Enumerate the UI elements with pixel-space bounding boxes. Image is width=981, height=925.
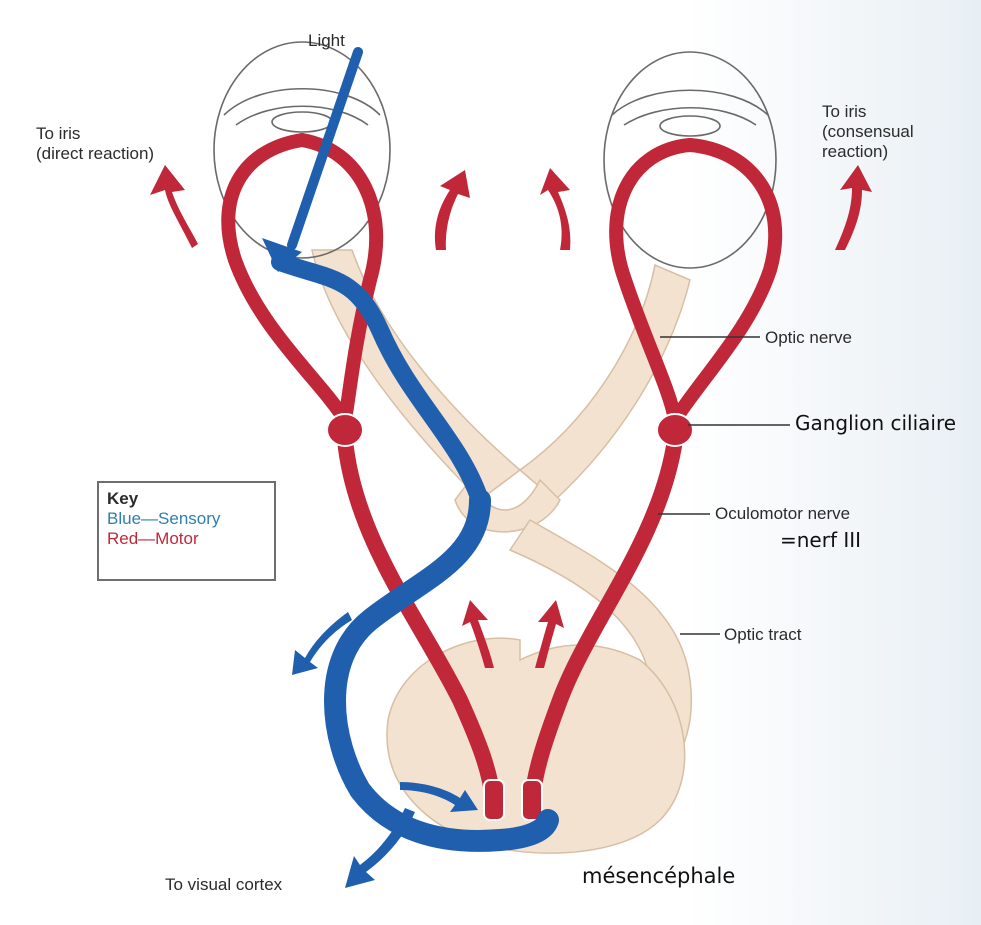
legend-key: Key Blue—Sensory Red—Motor <box>97 481 276 581</box>
to-visual-cortex-label: To visual cortex <box>165 874 282 895</box>
to-iris-direct-label: To iris <box>36 123 80 144</box>
consensual-label: (consensual <box>822 121 914 142</box>
key-sensory: Blue—Sensory <box>107 509 220 528</box>
mesencephale-label: mésencéphale <box>582 866 735 887</box>
optic-tract-label: Optic tract <box>724 624 801 645</box>
optic-nerve-label: Optic nerve <box>765 327 852 348</box>
ganglion-ciliaire-label: Ganglion ciliaire <box>795 413 956 434</box>
key-title: Key <box>107 489 138 508</box>
direct-reaction-label: (direct reaction) <box>36 143 154 164</box>
right-ciliary-ganglion <box>657 414 693 446</box>
reaction-label: reaction) <box>822 141 888 162</box>
nerf-iii-label: =nerf III <box>780 530 861 551</box>
oculomotor-nerve-label: Oculomotor nerve <box>715 503 850 524</box>
light-label: Light <box>308 30 345 51</box>
left-ciliary-ganglion <box>327 414 363 446</box>
to-iris-consensual-label: To iris <box>822 101 866 122</box>
key-motor: Red—Motor <box>107 529 199 548</box>
